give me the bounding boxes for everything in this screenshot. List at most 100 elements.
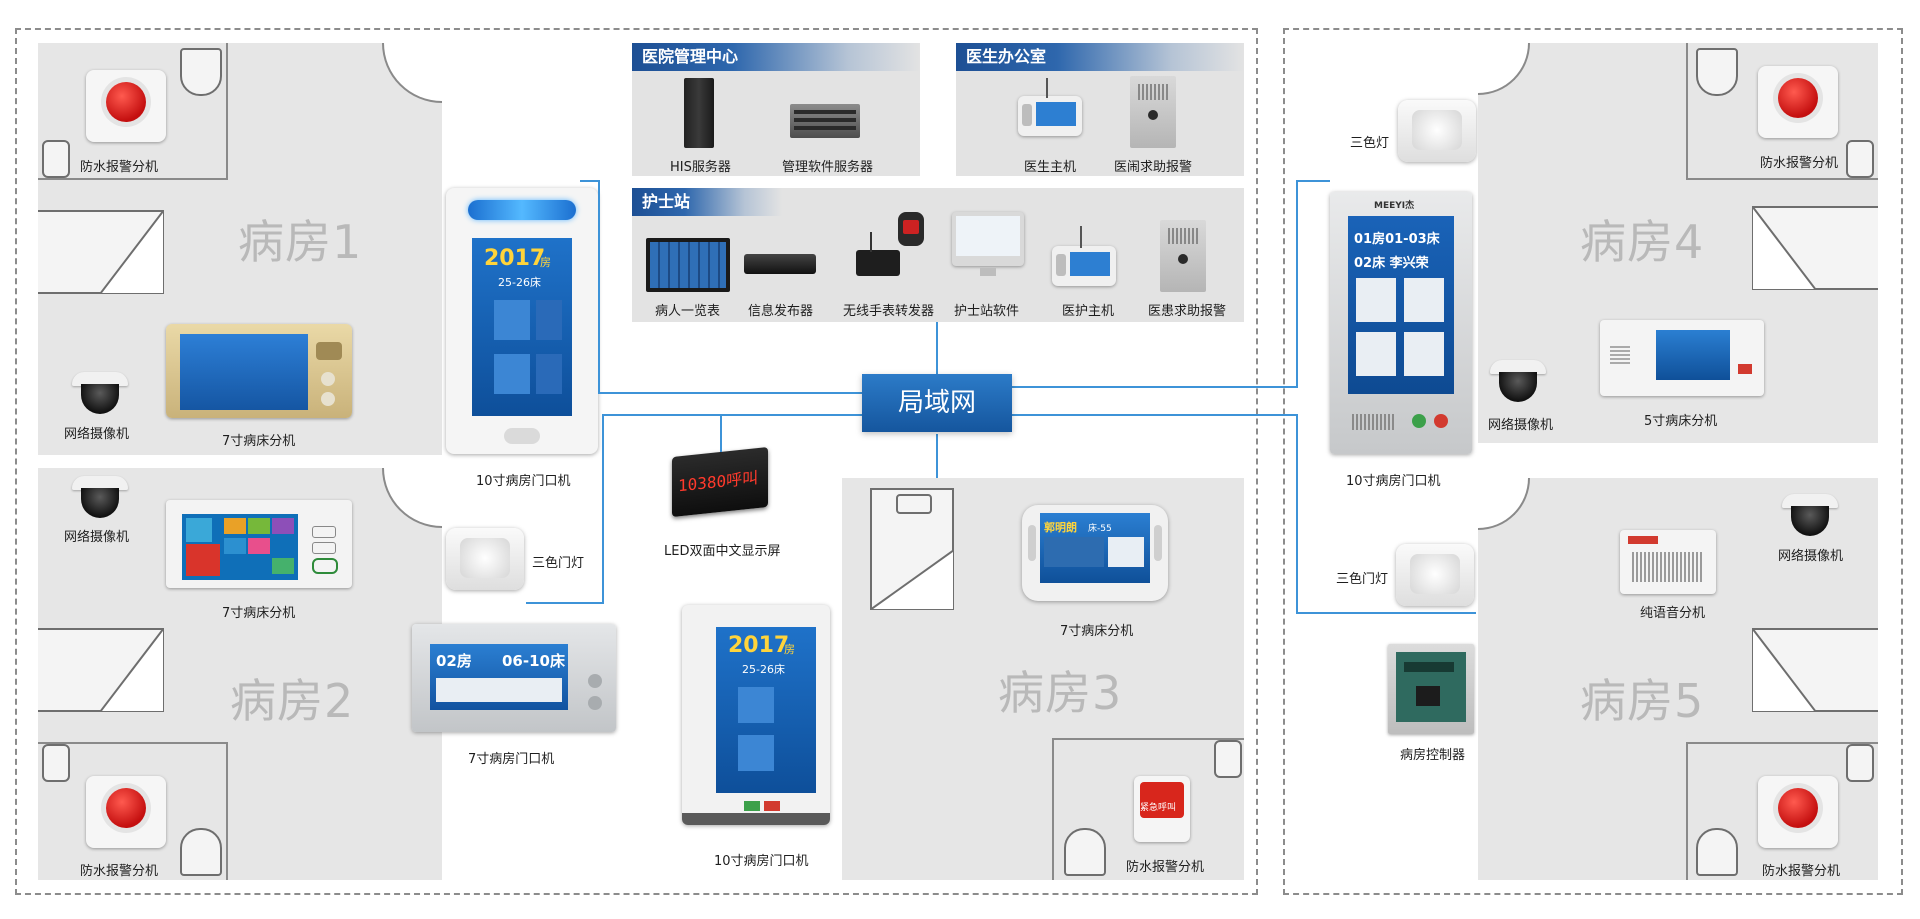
wire-to-led — [720, 414, 722, 452]
waterproof-alarm-label: 防水报警分机 — [1760, 156, 1839, 171]
door7-beds: 06-10床 — [502, 652, 565, 670]
door-unit-10-1: 2017 房 25-26床 — [446, 188, 598, 454]
bathroom-wall-3 — [1052, 738, 1244, 740]
wire-lan-to-right-lower — [1012, 414, 1298, 416]
tricolor-light-icon — [446, 528, 524, 590]
doctor-alarm-label: 医闹求助报警 — [1114, 160, 1193, 175]
bed-unit-7-white — [166, 500, 352, 588]
room-3-title: 病房3 — [998, 666, 1123, 720]
mgmt-server-label: 管理软件服务器 — [782, 160, 874, 175]
tricolor-light-label: 三色灯 — [1350, 136, 1390, 151]
right-ward-boundary — [1283, 28, 1903, 895]
bed-unit-label: 7寸病床分机 — [1060, 624, 1134, 639]
camera-label: 网络摄像机 — [1488, 418, 1554, 433]
bathroom-wall-4 — [1686, 178, 1878, 180]
bed-unit-7-room3: 郭明朗 床-55 — [1022, 505, 1168, 601]
wire-door10-vertical — [598, 180, 600, 392]
camera-label: 网络摄像机 — [64, 427, 130, 442]
wire-right-vertical — [1296, 180, 1298, 388]
camera-icon — [1490, 360, 1546, 404]
nurse-host-icon — [1052, 246, 1116, 286]
bed-sheet-icon — [870, 550, 954, 610]
wire-lan-left-lower — [604, 414, 862, 416]
door10-year: 2017 — [484, 246, 546, 271]
waterproof-alarm-label: 防水报警分机 — [1126, 860, 1205, 875]
door10c-line2: 02床 李兴荣 — [1354, 256, 1429, 271]
wire-lan-to-right — [1012, 386, 1298, 388]
wire-left-lower-to-light — [526, 602, 604, 604]
sink-icon — [42, 140, 70, 178]
toilet-icon — [180, 48, 222, 96]
bed-sheet-icon — [1752, 628, 1816, 712]
voice-unit-label: 纯语音分机 — [1640, 606, 1706, 621]
his-server-icon — [684, 78, 714, 148]
antenna-icon — [870, 232, 872, 252]
waterproof-alarm-label: 防水报警分机 — [80, 160, 159, 175]
mgmt-server-icon — [790, 104, 860, 138]
doctor-office-title: 医生办公室 — [956, 43, 1244, 71]
nurse-software-icon — [952, 212, 1024, 276]
wire-right-lower-h — [1296, 612, 1476, 614]
door-unit-10-3: MEEYI杰 01房01-03床 02床 李兴荣 — [1330, 192, 1472, 454]
room-controller-label: 病房控制器 — [1400, 748, 1466, 763]
door-unit-label: 7寸病房门口机 — [468, 752, 555, 767]
bed-sheet-icon — [100, 210, 164, 294]
wire-nurse-to-lan — [936, 322, 938, 376]
sink-icon — [42, 744, 70, 782]
led-text: 10380呼叫 — [678, 467, 759, 496]
brand-label: MEEYI杰 — [1374, 201, 1415, 211]
tricolor-light-icon — [1398, 100, 1476, 162]
bathroom-wall-2 — [38, 742, 228, 744]
sink-icon — [1846, 744, 1874, 782]
patient-alarm-icon — [1160, 220, 1206, 292]
camera-label: 网络摄像机 — [1778, 549, 1844, 564]
patient-list-label: 病人一览表 — [655, 304, 721, 319]
bed-unit-label: 7寸病床分机 — [222, 606, 296, 621]
bathroom-wall-2b — [226, 742, 228, 880]
waterproof-alarm-label: 防水报警分机 — [1762, 864, 1841, 879]
camera-icon — [72, 372, 128, 416]
door-unit-10-2: 2017 房 25-26床 — [682, 605, 830, 825]
microphone-icon — [1080, 226, 1082, 248]
bed3-sub: 床-55 — [1088, 524, 1112, 534]
door-unit-label: 10寸病房门口机 — [1346, 474, 1441, 489]
camera-label: 网络摄像机 — [64, 530, 130, 545]
hospital-center-title: 医院管理中心 — [632, 43, 920, 71]
led-display: 10380呼叫 — [672, 446, 768, 518]
door7-room: 02房 — [436, 652, 472, 670]
bathroom-wall-4b — [1686, 43, 1688, 178]
room-4-title: 病房4 — [1580, 215, 1705, 269]
waterproof-alarm-icon — [86, 776, 166, 848]
door10b-beds: 25-26床 — [742, 663, 785, 676]
wire-door10-top — [580, 180, 600, 182]
microphone-icon — [1046, 78, 1048, 98]
bed-unit-label: 7寸病床分机 — [222, 434, 296, 449]
tricolor-light-icon — [1396, 544, 1474, 606]
door-unit-label: 10寸病房门口机 — [714, 854, 809, 869]
bed-unit-label: 5寸病床分机 — [1644, 414, 1718, 429]
info-publisher-icon — [744, 254, 816, 274]
door10b-year: 2017 — [728, 633, 790, 658]
camera-icon — [72, 476, 128, 520]
watch-icon — [898, 212, 924, 246]
his-server-label: HIS服务器 — [670, 160, 731, 175]
nurse-software-label: 护士站软件 — [954, 304, 1020, 319]
patient-list-icon — [646, 238, 730, 292]
wire-lan-to-room3 — [936, 434, 938, 478]
door10-beds: 25-26床 — [498, 276, 541, 289]
pillow-icon — [896, 494, 932, 514]
nurse-station-title: 护士站 — [632, 188, 782, 216]
wire-right-top — [1296, 180, 1330, 182]
wireless-relay-icon — [856, 250, 900, 276]
bathroom-wall-1b — [226, 43, 228, 178]
door-unit-7: 02房 06-10床 — [412, 624, 616, 732]
led-display-label: LED双面中文显示屏 — [664, 544, 781, 559]
bathroom-wall-5 — [1686, 742, 1878, 744]
door10c-line1: 01房01-03床 — [1354, 232, 1440, 247]
wire-door10-to-lan — [598, 392, 862, 394]
main-ward-boundary — [15, 28, 1258, 895]
waterproof-alarm-label: 防水报警分机 — [80, 864, 159, 879]
room-controller-icon — [1388, 644, 1474, 734]
toilet-icon — [180, 828, 222, 876]
doctor-host-icon — [1018, 96, 1082, 136]
